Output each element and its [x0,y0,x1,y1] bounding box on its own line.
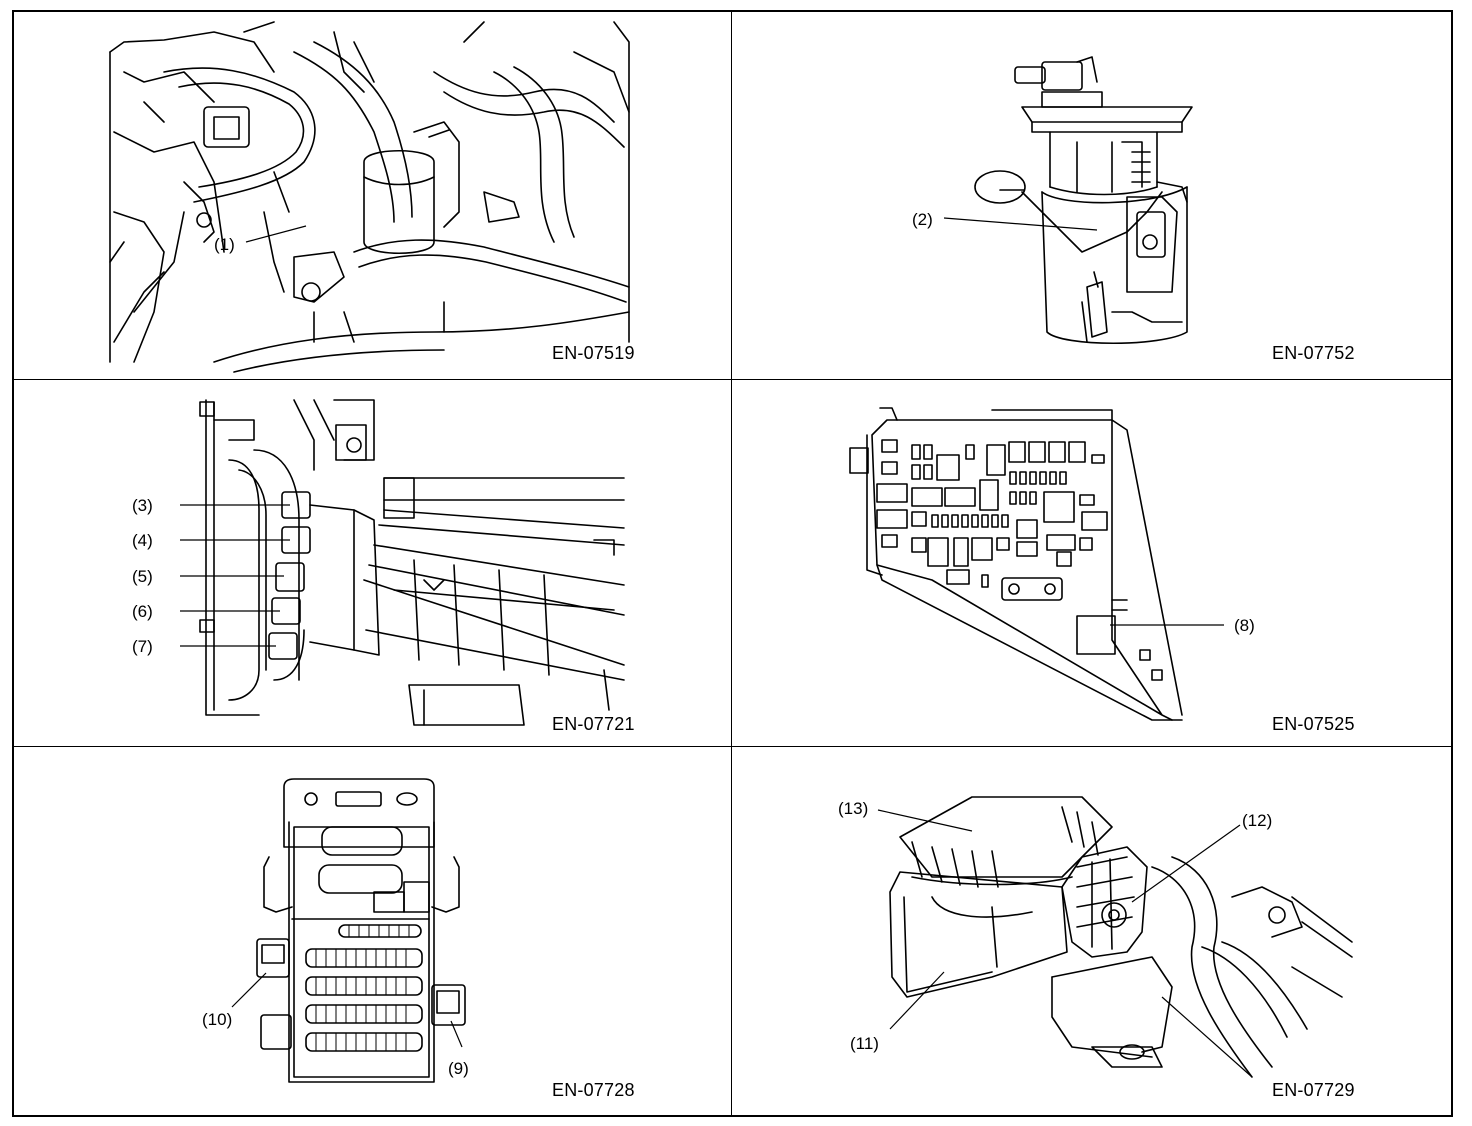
callout-11: (11) [850,1034,879,1053]
frame-right [1451,10,1453,1117]
figure-code: EN-07519 [552,343,635,363]
frame-left [12,10,14,1117]
callout-8: (8) [1234,616,1255,635]
panel-en-07519: (1) EN-07519 [14,12,731,379]
frame-top [12,10,1453,12]
panel-en-07721: (3) (4) (5) (6) (7) EN-07721 [14,380,731,746]
panel-en-07729: (13) (12) (11) EN-07729 [732,747,1451,1115]
callout-2: (2) [912,210,933,229]
figure-code: EN-07729 [1272,1080,1355,1100]
panel-en-07752: (2) EN-07752 [732,12,1451,379]
figure-code: EN-07728 [552,1080,635,1100]
callout-6: (6) [132,602,153,621]
panel-en-07525: (8) EN-07525 [732,380,1451,746]
divider-row-2 [12,746,1453,747]
fuel-pump-drawing: (2) [912,56,1193,344]
joint-box-drawing: (10) (9) [202,778,469,1083]
callout-5: (5) [132,567,153,586]
callout-4: (4) [132,531,153,550]
figure-code: EN-07525 [1272,714,1355,734]
connector-bank-drawing: (3) (4) (5) (6) (7) [132,399,625,726]
engine-bay-drawing: (1) [109,21,630,373]
frame-bottom [12,1115,1453,1117]
callout-7: (7) [132,637,153,656]
callout-9: (9) [448,1059,469,1078]
callout-13: (13) [838,799,868,818]
figure-code: EN-07721 [552,714,635,734]
callout-3: (3) [132,496,153,515]
air-cleaner-drawing: (13) (12) (11) [838,796,1353,1078]
figure-code: EN-07752 [1272,343,1355,363]
divider-vertical [731,10,732,1117]
callout-1: (1) [214,235,235,254]
callout-12: (12) [1242,811,1272,830]
callout-10: (10) [202,1010,232,1029]
divider-row-1 [12,379,1453,380]
main-fuse-box-drawing: (8) [849,407,1255,721]
panel-en-07728: (10) (9) EN-07728 [14,747,731,1115]
